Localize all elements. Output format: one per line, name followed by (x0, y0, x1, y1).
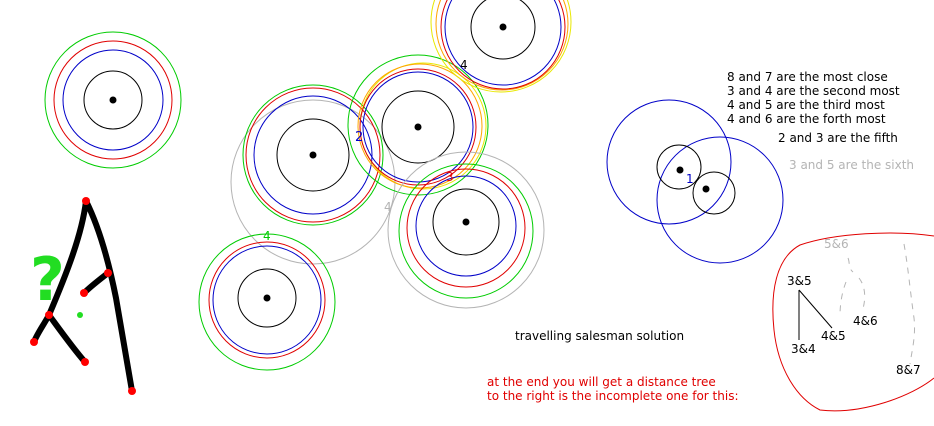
circle-label-1: 1 (686, 172, 694, 186)
blue-ring-b (656, 136, 784, 264)
center-dot (263, 294, 271, 302)
tree-node (104, 269, 112, 277)
tree-node (128, 387, 136, 395)
blue-ring (444, 0, 562, 86)
outer-green-ring (242, 84, 384, 226)
red-ring (440, 0, 566, 90)
orange-ring (357, 63, 483, 189)
blue-ring (212, 245, 322, 355)
black-ring-b (692, 171, 736, 215)
note-line-6: 3 and 5 are the sixth (789, 158, 914, 172)
circle-label-4-top: 4 (460, 58, 468, 72)
caption-solution: travelling salesman solution (515, 329, 684, 343)
blue-ring (253, 95, 373, 215)
tree-boundary (772, 232, 934, 412)
circle-group-top (430, 0, 572, 93)
gray-ring (387, 151, 545, 309)
blue-ring (362, 71, 474, 183)
caption-end-line-2: to the right is the incomplete one for t… (487, 389, 739, 403)
tree-lower-branch (46, 312, 88, 365)
dashed-guide (903, 243, 915, 365)
green-dot (77, 312, 83, 318)
note-line-4: 4 and 6 are the forth most (727, 112, 886, 126)
ranking-notes: 8 and 7 are the most close 3 and 4 are t… (727, 70, 914, 172)
tree-label-34: 3&4 (791, 342, 816, 356)
inner-black-ring (83, 70, 143, 130)
gray-ring (230, 99, 396, 265)
center-dot (109, 96, 117, 104)
tree-label-56: 5&6 (824, 237, 849, 251)
circle-group-left (44, 31, 182, 169)
tree-node (30, 338, 38, 346)
inner-black-ring (237, 268, 297, 328)
outer-green-ring (398, 163, 534, 299)
center-dot (462, 218, 470, 226)
note-line-5: 2 and 3 are the fifth (778, 131, 898, 145)
tree-label-46: 4&6 (853, 314, 878, 328)
circle-group-2 (230, 84, 396, 265)
distance-tree: 5&6 3&5 4&6 4&5 3&4 8&7 (787, 237, 921, 377)
tree-label-45: 4&5 (821, 329, 846, 343)
outer-green-ring (347, 54, 489, 196)
tree-label-35: 3&5 (787, 274, 812, 288)
red-ring (245, 87, 381, 223)
inner-black-ring (432, 188, 500, 256)
tree-edges (798, 289, 833, 340)
inner-black-ring (276, 118, 350, 192)
note-line-1: 8 and 7 are the most close (727, 70, 888, 84)
tree-node (45, 311, 53, 319)
inner-black-ring (470, 0, 536, 60)
center-dot-b (702, 185, 710, 193)
red-ring (53, 40, 173, 160)
tree-small-branch (81, 270, 111, 296)
center-dot-a (676, 166, 684, 174)
tree-edge (798, 289, 833, 329)
black-ring-a (656, 144, 702, 190)
tree-dashed-guides (839, 243, 915, 365)
dashed-guide (839, 281, 847, 317)
dashed-guide (847, 257, 854, 273)
tree-node-dots (30, 197, 136, 395)
red-ring (208, 241, 326, 359)
blue-ring (415, 175, 517, 277)
tree-right-branch (83, 198, 135, 394)
circle-label-4-gray: 4 (384, 200, 392, 214)
blue-ring-a (606, 99, 732, 225)
circle-group-5 (387, 151, 545, 309)
tree-node (80, 289, 88, 297)
yellow-ring (430, 0, 572, 93)
circle-label-2: 2 (355, 130, 363, 145)
outer-green-ring (44, 31, 182, 169)
tree-label-87: 8&7 (896, 363, 921, 377)
dashed-guide (858, 277, 866, 313)
circle-label-4-green: 4 (263, 229, 271, 243)
circle-label-3: 3 (446, 170, 454, 184)
red-ring (359, 68, 477, 186)
outer-green-ring (198, 233, 336, 371)
note-line-2: 3 and 4 are the second most (727, 84, 900, 98)
red-ring (406, 168, 526, 288)
note-line-3: 4 and 5 are the third most (727, 98, 885, 112)
orange-ring (435, 0, 569, 91)
circle-group-6 (198, 233, 336, 371)
circle-group-3 (347, 54, 489, 196)
circle-group-pair (606, 99, 784, 264)
tree-node (82, 197, 90, 205)
tree-node (81, 358, 89, 366)
center-dot (309, 151, 317, 159)
question-mark: ? (30, 245, 65, 315)
center-dot (499, 23, 507, 31)
inner-black-ring (381, 90, 455, 164)
caption-end-line-1: at the end you will get a distance tree (487, 375, 716, 389)
blue-ring (62, 49, 164, 151)
tree-trunk (31, 198, 89, 345)
center-dot (414, 123, 422, 131)
